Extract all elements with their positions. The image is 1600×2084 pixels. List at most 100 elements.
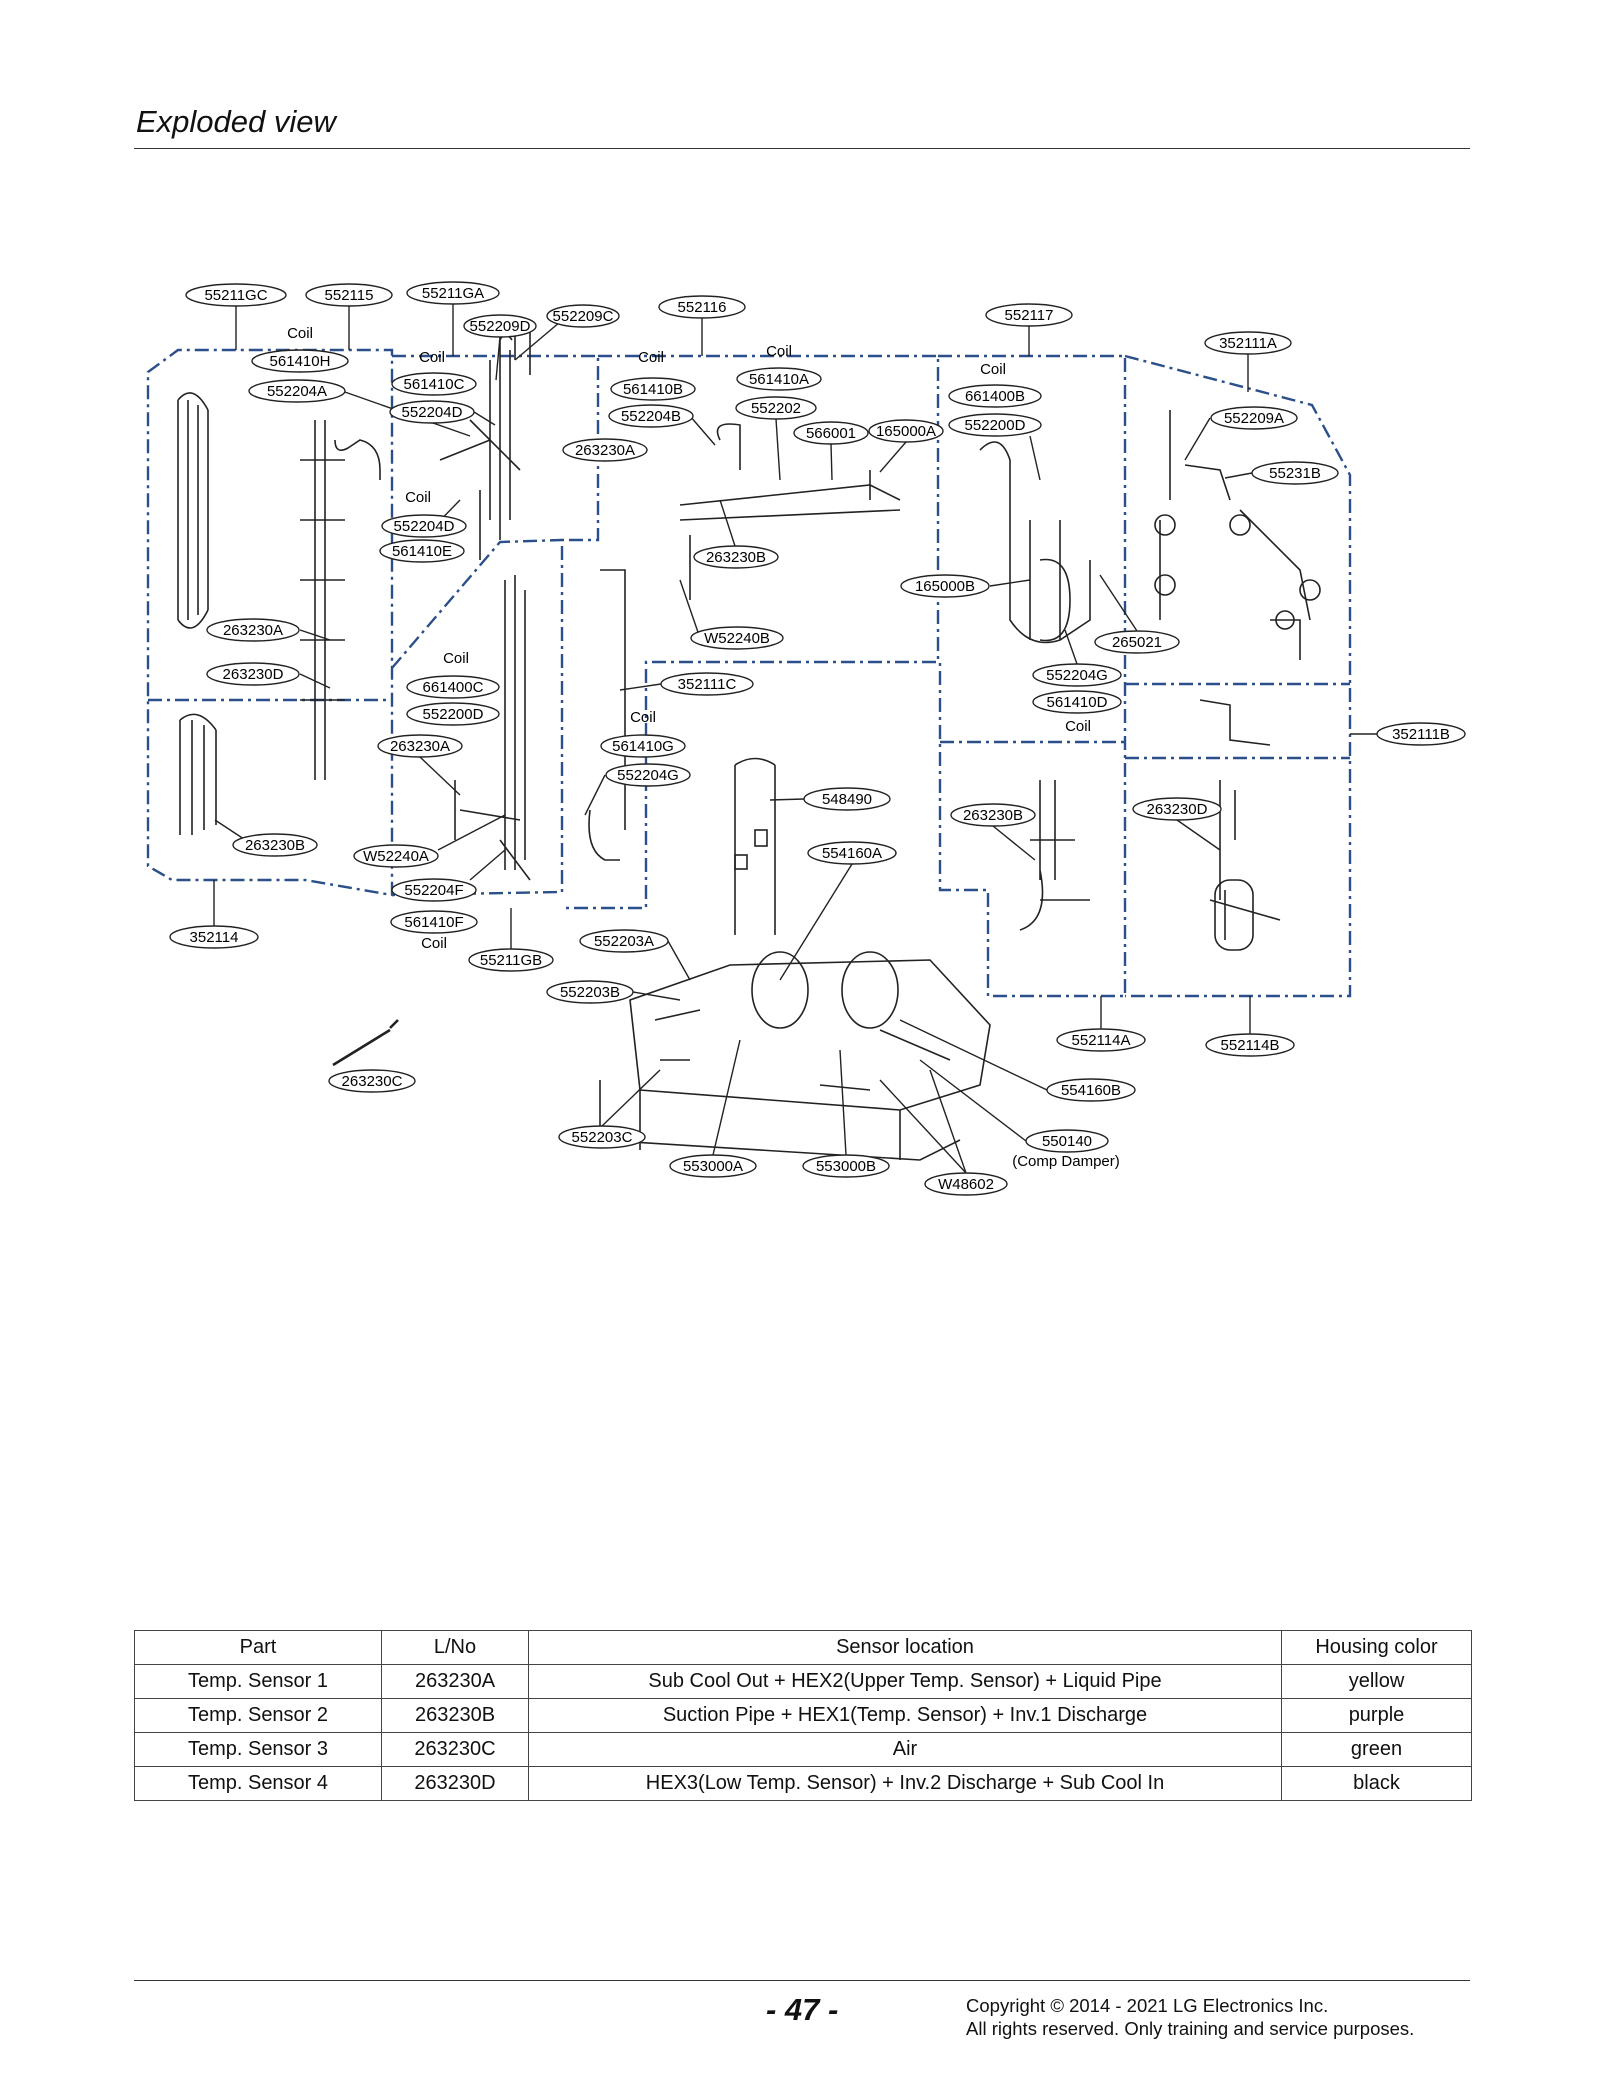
header-rule	[134, 148, 1470, 149]
valve-assembly-a	[1159, 410, 1311, 660]
sensor-263230c	[332, 1019, 399, 1067]
part-label-text: 263230B	[245, 837, 305, 854]
part-label-ellipse	[1032, 663, 1122, 687]
base-pan	[629, 959, 991, 1111]
part-label-text: 265021	[1112, 634, 1162, 651]
part-label-text: 552209A	[1224, 410, 1284, 427]
part-label-561410b: 561410B	[610, 377, 696, 401]
part-label-text: 352114	[190, 929, 239, 946]
part-label-text: 552204G	[617, 767, 679, 784]
part-label-ellipse	[390, 910, 478, 934]
part-label-ellipse	[232, 833, 318, 857]
part-label-ellipse	[608, 404, 694, 428]
page-title: Exploded view	[136, 104, 336, 139]
part-label-ellipse	[206, 618, 300, 642]
part-label-55211ga: 55211GA	[406, 281, 500, 305]
part-label-263230b: 263230B	[693, 545, 779, 569]
part-label-text: 552209D	[470, 318, 531, 335]
part-label-ellipse	[305, 283, 393, 307]
part-label-552117: 552117	[985, 303, 1073, 327]
part-label-552204a: 552204A	[248, 379, 346, 403]
part-label-55211gc: 55211GC	[185, 283, 287, 307]
part-label-text: 263230A	[223, 622, 283, 639]
part-label-text: 552204D	[394, 518, 455, 535]
part-label-552209a: 552209A	[1210, 406, 1298, 430]
part-label-661400c: 661400C	[406, 675, 500, 699]
part-label-566001: 566001	[793, 421, 869, 445]
part-label-552116: 552116	[658, 295, 746, 319]
part-note: Coil	[421, 935, 447, 952]
part-label-552114a: 552114A	[1056, 1028, 1146, 1052]
part-label-text: 552116	[678, 299, 727, 316]
part-label-552114b: 552114B	[1205, 1033, 1295, 1057]
part-label-text: 55231B	[1269, 465, 1321, 482]
part-label-552204d: 552204D	[389, 400, 475, 424]
part-label-550140: 550140	[1025, 1129, 1109, 1153]
part-label-ellipse	[381, 514, 467, 538]
part-label-ellipse	[1094, 630, 1180, 654]
part-label-text: 552204B	[621, 408, 681, 425]
table-header-row: Part L/No Sensor location Housing color	[134, 1630, 1472, 1665]
part-label-ellipse	[924, 1172, 1008, 1196]
part-label-text: 561410C	[404, 376, 465, 393]
part-label-352111b: 352111B	[1376, 722, 1466, 746]
part-label-text: 552115	[325, 287, 374, 304]
pipe-assembly-center	[679, 423, 901, 600]
part-label-text: 263230D	[223, 666, 284, 683]
part-label-552200d: 552200D	[948, 413, 1042, 437]
part-label-text: 263230C	[342, 1073, 403, 1090]
part-label-ellipse	[546, 980, 634, 1004]
part-label-ellipse	[793, 421, 869, 445]
part-label-263230b: 263230B	[232, 833, 318, 857]
part-label-ellipse	[660, 672, 754, 696]
part-label-ellipse	[950, 803, 1036, 827]
part-label-ellipse	[690, 626, 784, 650]
part-label-text: 552200D	[965, 417, 1026, 434]
part-label-561410g: 561410G	[600, 734, 686, 758]
part-label-ellipse	[185, 283, 287, 307]
part-label-ellipse	[206, 662, 300, 686]
part-label-ellipse	[868, 419, 944, 443]
part-label-552204b: 552204B	[608, 404, 694, 428]
part-label-w52240a: W52240A	[353, 844, 439, 868]
part-label-ellipse	[735, 396, 817, 420]
cell-lno: 263230B	[381, 1698, 529, 1733]
table-row: Temp. Sensor 1 263230A Sub Cool Out + HE…	[134, 1664, 1472, 1699]
valve-assembly-c	[439, 340, 521, 560]
cell-part: Temp. Sensor 2	[134, 1698, 382, 1733]
part-label-text: 553000A	[683, 1158, 743, 1175]
part-label-552204g: 552204G	[1032, 663, 1122, 687]
part-label-text: 552202	[751, 400, 801, 417]
cell-sensor-location: Sub Cool Out + HEX2(Upper Temp. Sensor) …	[528, 1664, 1282, 1699]
outline-center	[562, 354, 940, 910]
part-label-ellipse	[669, 1154, 757, 1178]
part-label-561410c: 561410C	[391, 372, 477, 396]
part-label-ellipse	[463, 314, 537, 338]
table-row: Temp. Sensor 3 263230C Air green	[134, 1732, 1472, 1767]
cell-part: Temp. Sensor 4	[134, 1766, 382, 1801]
valve-assembly-114a	[1019, 780, 1090, 931]
part-label-text: 554160A	[822, 845, 882, 862]
part-label-ellipse	[1132, 797, 1222, 821]
part-label-text: 55211GA	[422, 285, 484, 302]
part-label-ellipse	[251, 349, 349, 373]
part-label-263230b: 263230B	[950, 803, 1036, 827]
part-label-263230c: 263230C	[328, 1069, 416, 1093]
part-note: Coil	[1065, 718, 1091, 735]
part-label-352111c: 352111C	[660, 672, 754, 696]
col-part: Part	[134, 1630, 382, 1665]
part-label-text: 55211GC	[204, 287, 267, 304]
part-label-ellipse	[389, 400, 475, 424]
part-label-ellipse	[391, 878, 477, 902]
part-label-561410h: 561410H	[251, 349, 349, 373]
part-label-text: 552117	[1005, 307, 1054, 324]
part-label-ellipse	[600, 734, 686, 758]
part-label-ellipse	[579, 929, 669, 953]
part-label-552115: 552115	[305, 283, 393, 307]
part-label-552200d: 552200D	[406, 702, 500, 726]
col-housing-color: Housing color	[1281, 1630, 1472, 1665]
part-label-ellipse	[807, 841, 897, 865]
part-label-548490: 548490	[803, 787, 891, 811]
